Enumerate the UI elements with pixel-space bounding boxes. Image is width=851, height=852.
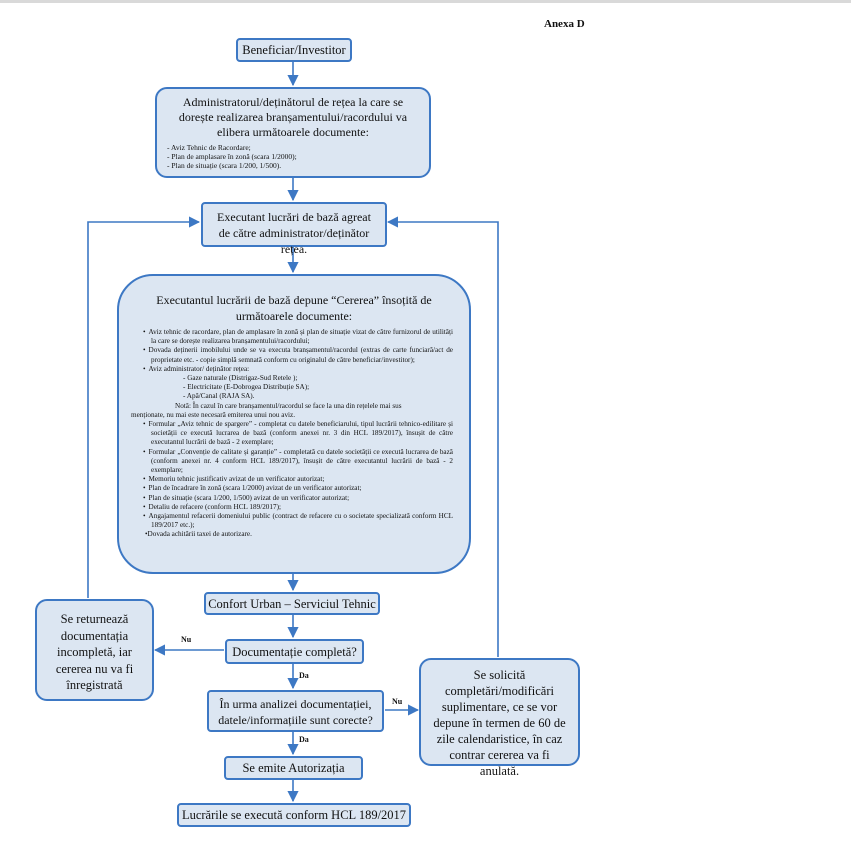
administrator-item: - Plan de amplasare în zonă (scara 1/200… [167, 152, 297, 161]
node-date-corecte: În urma analizei documentației, datele/i… [207, 690, 384, 732]
edge-label-da-first: Da [299, 671, 309, 680]
administrator-list: - Aviz Tehnic de Racordare; - Plan de am… [167, 143, 419, 170]
node-returneaza: Se returnează documentația incompletă, i… [35, 599, 154, 701]
requirement-item: Plan de încadrare în zonă (scara 1/2000)… [123, 484, 465, 493]
top-divider [0, 0, 851, 3]
node-confort: Confort Urban – Serviciul Tehnic [204, 592, 380, 615]
node-autorizatia: Se emite Autorizația [224, 756, 363, 780]
requirement-item: Memoriu tehnic justificativ avizat de un… [123, 475, 465, 484]
node-cererea: Executantul lucrării de bază depune “Cer… [117, 274, 471, 574]
administrator-title: Administratorul/deținătorul de rețea la … [178, 95, 408, 139]
requirement-item: Plan de situație (scara 1/200, 1/500) av… [123, 494, 465, 503]
node-beneficiar: Beneficiar/Investitor [236, 38, 352, 62]
annex-label: Anexa D [544, 18, 585, 30]
requirement-note-continued: menționate, nu mai este necesară emitere… [131, 410, 296, 419]
arrow-solicita-to-executant [386, 216, 499, 657]
requirement-item: Aviz administrator/ deținător rețea: [123, 365, 465, 374]
requirement-item: Angajamentul refacerii domeniului public… [123, 512, 465, 530]
edge-label-nu-right: Nu [392, 697, 403, 706]
node-solicita: Se solicită completări/modificări suplim… [419, 658, 580, 778]
requirement-item-last: Dovada achitării taxei de autorizare. [123, 530, 465, 539]
node-documentatie-completa: Documentație completă? [225, 639, 364, 664]
edge-label-nu-left: Nu [181, 635, 192, 644]
requirement-subitem: - Gaze naturale (Distrigaz-Sud Retele ); [183, 374, 298, 383]
requirement-subitem: - Electricitate (E-Dobrogea Distribuție … [183, 383, 310, 392]
administrator-item: - Plan de situație (scara 1/200, 1/500). [167, 161, 282, 170]
cererea-requirements: Aviz tehnic de racordare, plan de amplas… [123, 328, 465, 540]
node-administrator: Administratorul/deținătorul de rețea la … [155, 87, 431, 178]
requirement-note: Notă: În cazul în care branșamentul/raco… [175, 401, 402, 410]
node-executant: Executant lucrări de bază agreat de cătr… [201, 202, 387, 256]
requirement-item: Formular „Convenție de calitate și garan… [123, 448, 465, 476]
requirement-item: Aviz tehnic de racordare, plan de amplas… [123, 328, 465, 346]
requirement-item: Dovada deținerii imobilului unde se va e… [123, 346, 465, 364]
requirement-subitem: - Apă/Canal (RAJA SA). [183, 392, 255, 401]
requirement-item: Formular „Aviz tehnic de spargere” - com… [123, 420, 465, 448]
cererea-title: Executantul lucrării de bază depune “Cer… [156, 293, 432, 323]
administrator-item: - Aviz Tehnic de Racordare; [167, 143, 251, 152]
arrow-returneaza-to-executant [87, 216, 201, 598]
edge-label-da-second: Da [299, 735, 309, 744]
requirement-item: Detaliu de refacere (conform HCL 189/201… [123, 503, 465, 512]
node-lucrarile: Lucrările se execută conform HCL 189/201… [177, 803, 411, 827]
